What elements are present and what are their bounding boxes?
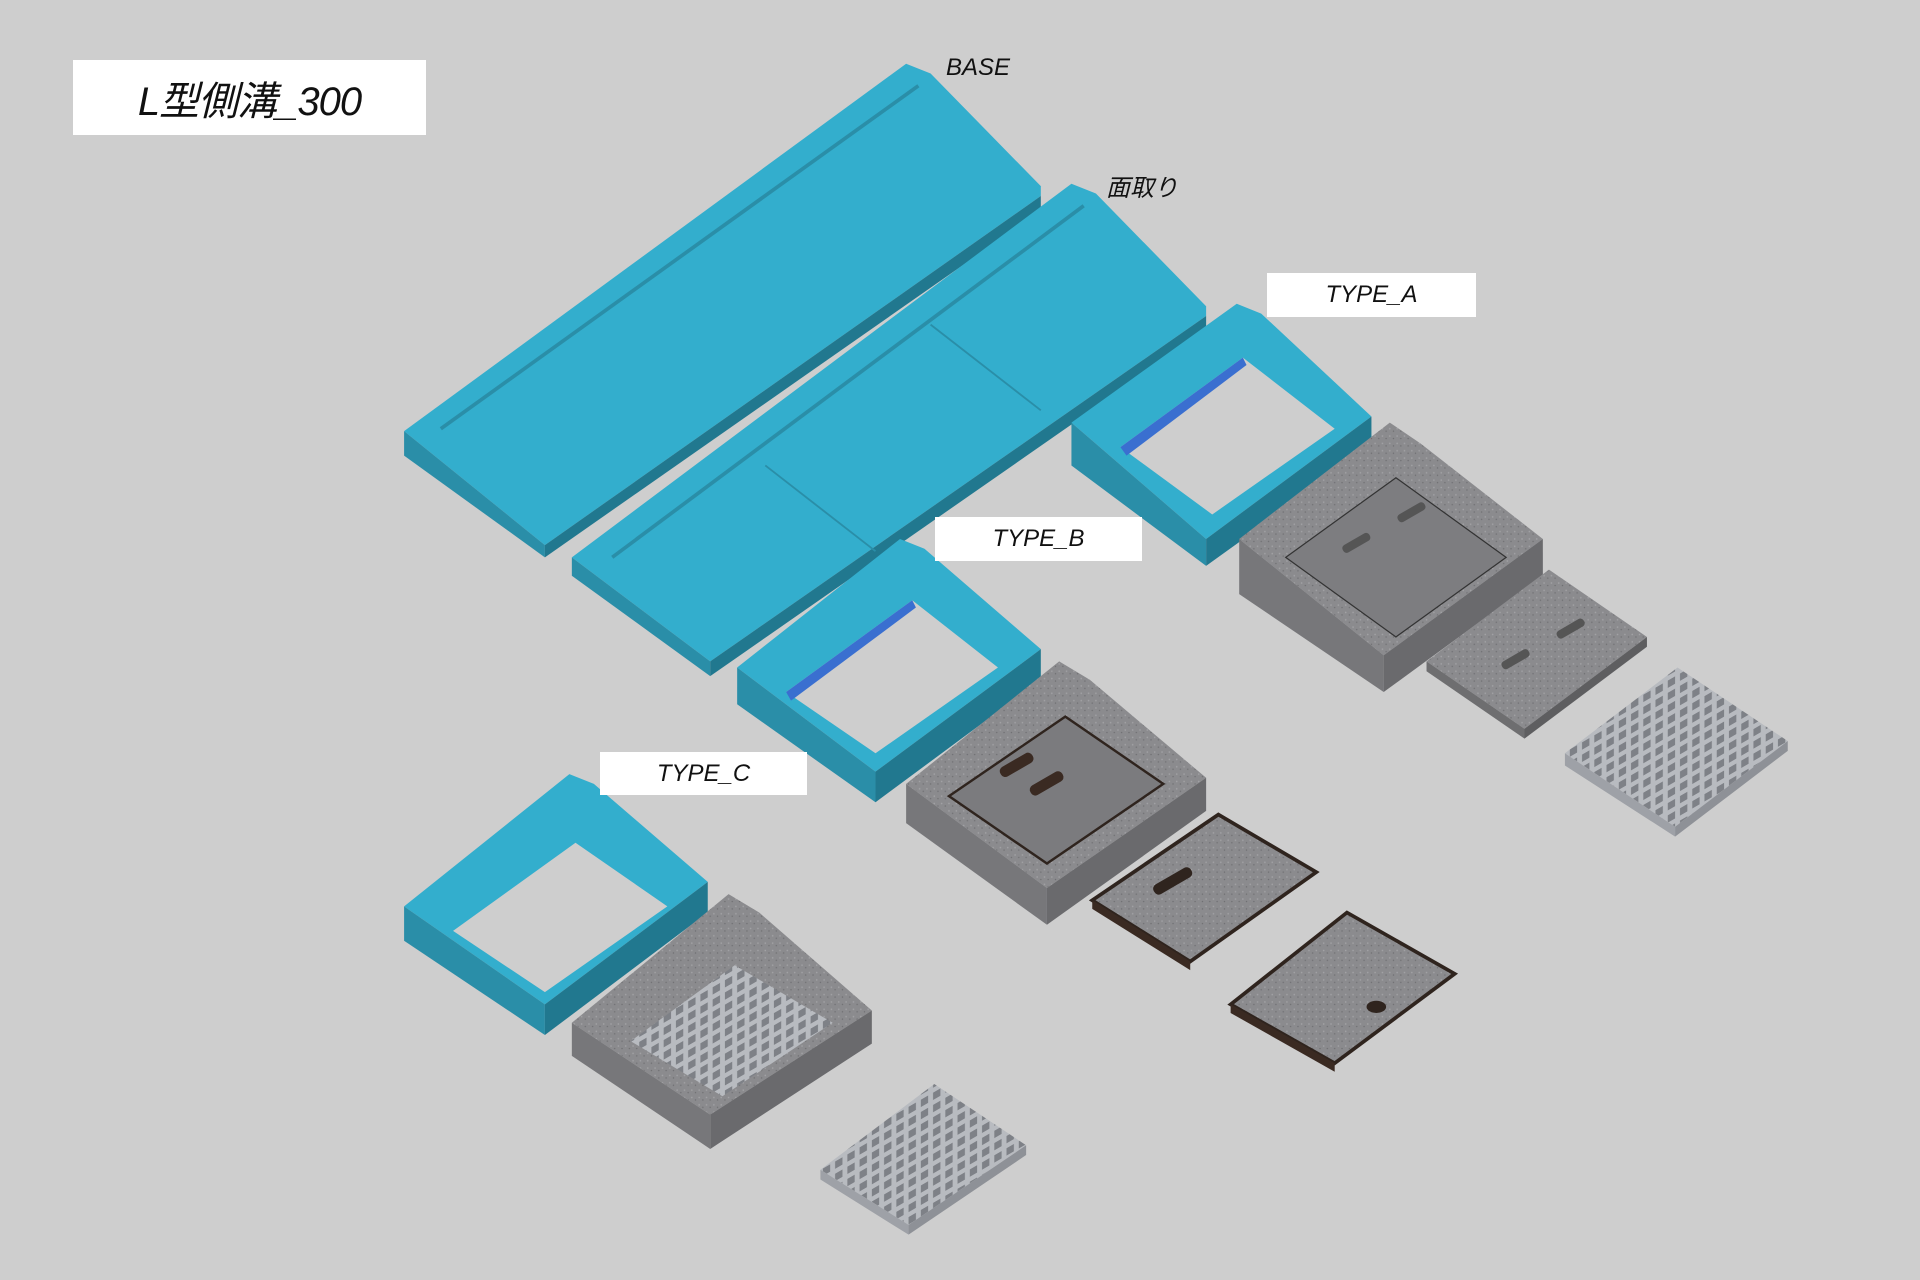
type-c-grating — [820, 1084, 1027, 1235]
mentori-slab — [571, 183, 1207, 677]
type-b-frame — [737, 538, 1041, 803]
label-type-c: TYPE_C — [600, 752, 807, 795]
type-a-concrete-cover — [1426, 569, 1647, 739]
base-slab — [404, 63, 1041, 558]
type-b-cover-slotted — [1088, 812, 1320, 971]
type-b-concrete-base — [906, 661, 1207, 925]
type-c-frame — [404, 774, 708, 1036]
type-a-concrete-base — [1239, 422, 1543, 693]
page-title: L型側溝_300 — [73, 60, 426, 135]
type-a-grating — [1564, 667, 1788, 837]
type-b-cover-solid — [1227, 910, 1459, 1072]
type-a-frame — [1071, 303, 1372, 566]
label-type-b: TYPE_B — [935, 517, 1142, 561]
label-base: BASE — [946, 54, 1011, 81]
label-type-a: TYPE_A — [1267, 273, 1476, 317]
type-c-concrete-base — [571, 894, 872, 1149]
label-mentori: 面取り — [1106, 175, 1178, 202]
